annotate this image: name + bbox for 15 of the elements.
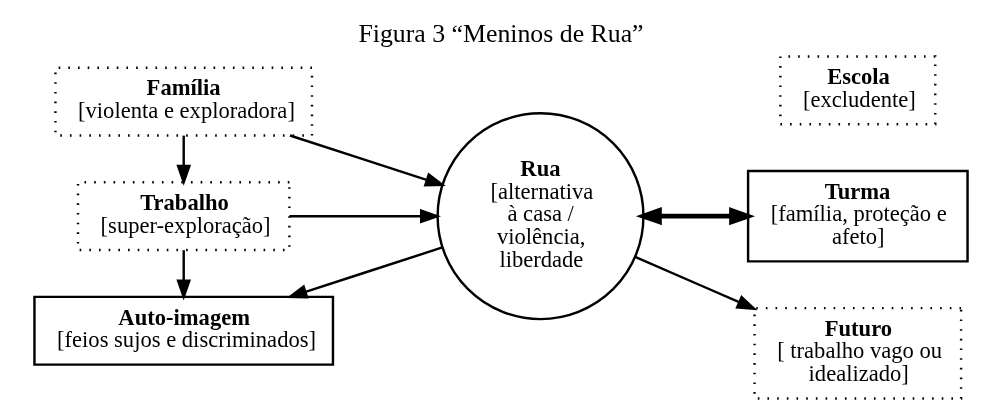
node-circle: Rua [alternativa à casa / violência, liberdade <box>436 112 645 321</box>
arrow <box>634 255 758 311</box>
node-box: Escola [excludente] <box>779 55 937 126</box>
arrow <box>289 208 441 224</box>
arrow <box>286 246 443 299</box>
arrow <box>635 207 756 226</box>
node-box: Auto-imagem [feios sujos e discriminados] <box>33 295 335 366</box>
node-box: Família [violenta e exploradora] <box>54 66 314 137</box>
diagram-title: Figura 3 “Meninos de Rua” <box>358 18 644 48</box>
arrow <box>176 135 192 186</box>
node-box: Trabalho [super-exploração] <box>76 181 291 252</box>
arrow <box>289 134 446 187</box>
arrow <box>176 250 192 301</box>
node-box: Turma [família, proteção e afeto] <box>746 169 969 263</box>
node-box: Futuro [ trabalho vago ou idealizado] <box>753 306 963 400</box>
